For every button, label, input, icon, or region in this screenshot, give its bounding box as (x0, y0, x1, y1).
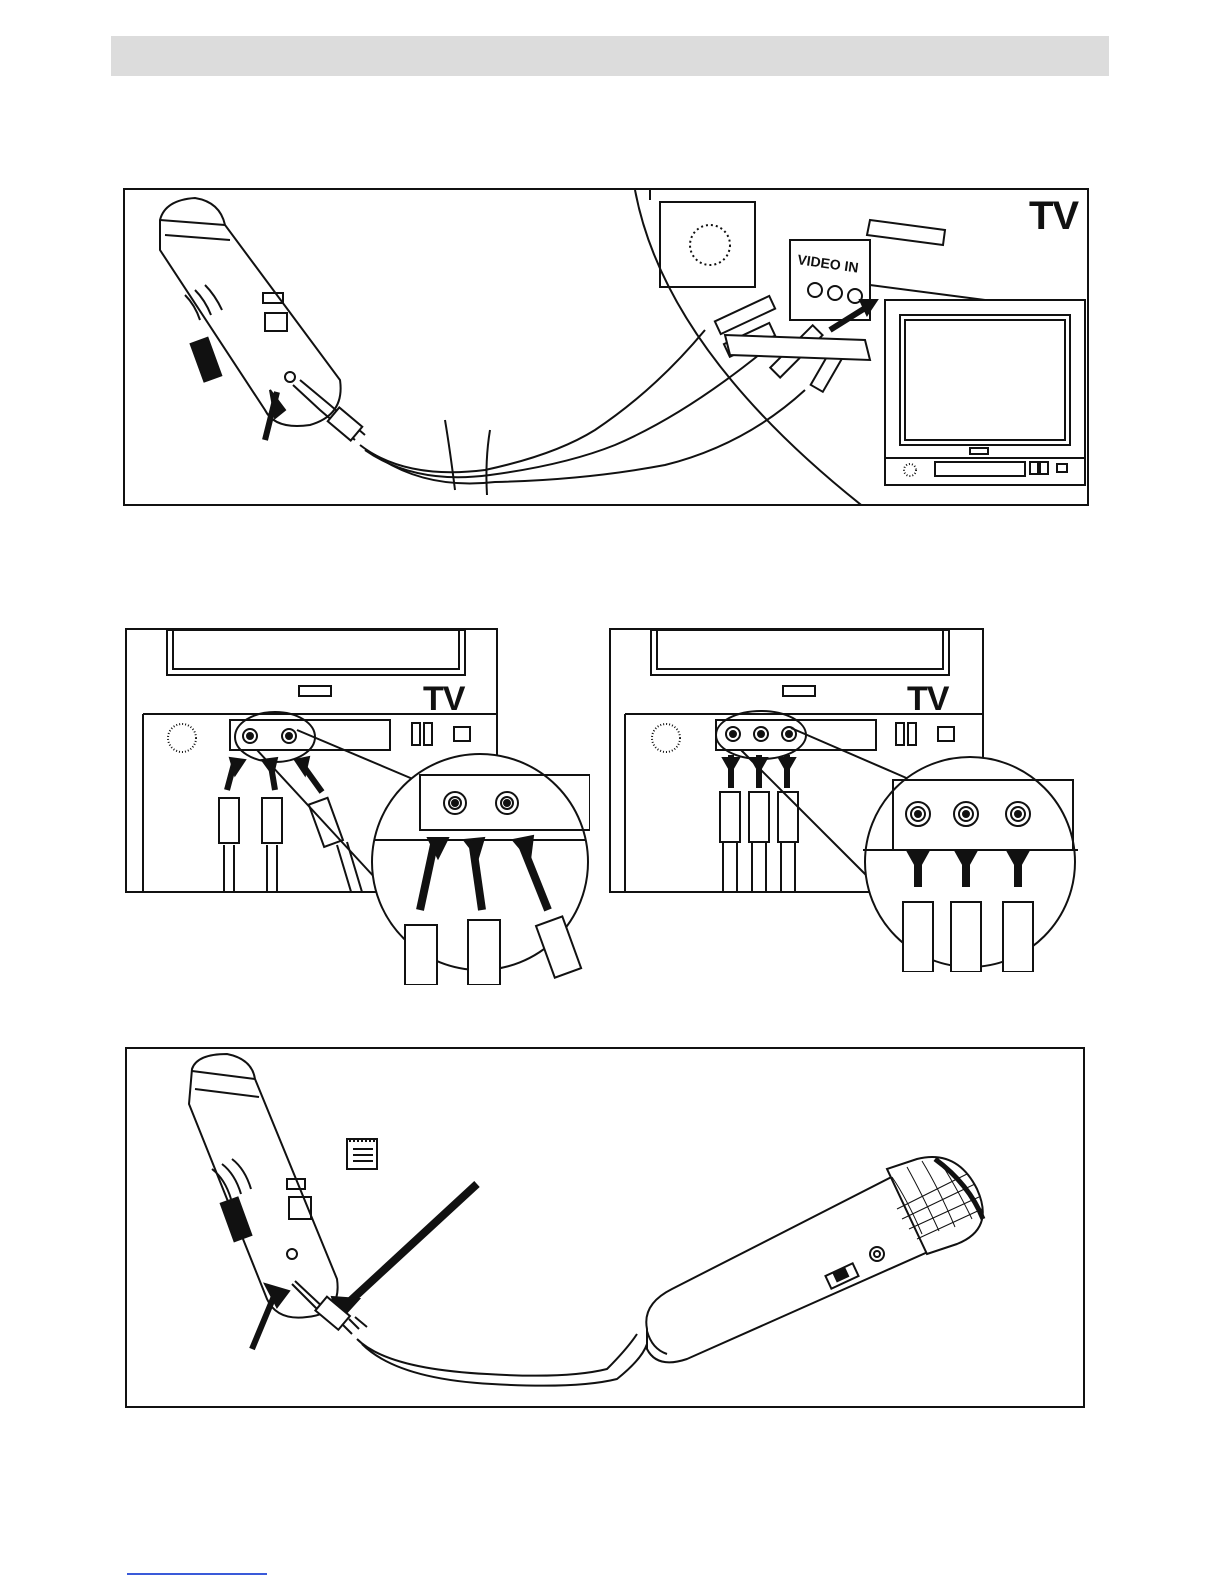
video-in-label: VIDEO IN (796, 251, 859, 275)
tv-label: TV (907, 680, 948, 719)
panel2-magnifier (370, 740, 590, 985)
panel-mic-to-tv: VIDEO IN TV (123, 188, 1089, 506)
mic-to-tv-illustration: VIDEO IN (125, 190, 1089, 506)
karaoke-mic-icon (189, 1054, 338, 1318)
panel-extra-mic (125, 1047, 1085, 1408)
tv-label: TV (1029, 194, 1078, 239)
microphone-icon (646, 1157, 983, 1362)
panel3-magnifier (858, 752, 1083, 972)
header-bar (111, 36, 1109, 76)
tv-label: TV (423, 680, 464, 719)
footer-link-underline (127, 1573, 267, 1575)
extra-mic-illustration (127, 1049, 1085, 1408)
